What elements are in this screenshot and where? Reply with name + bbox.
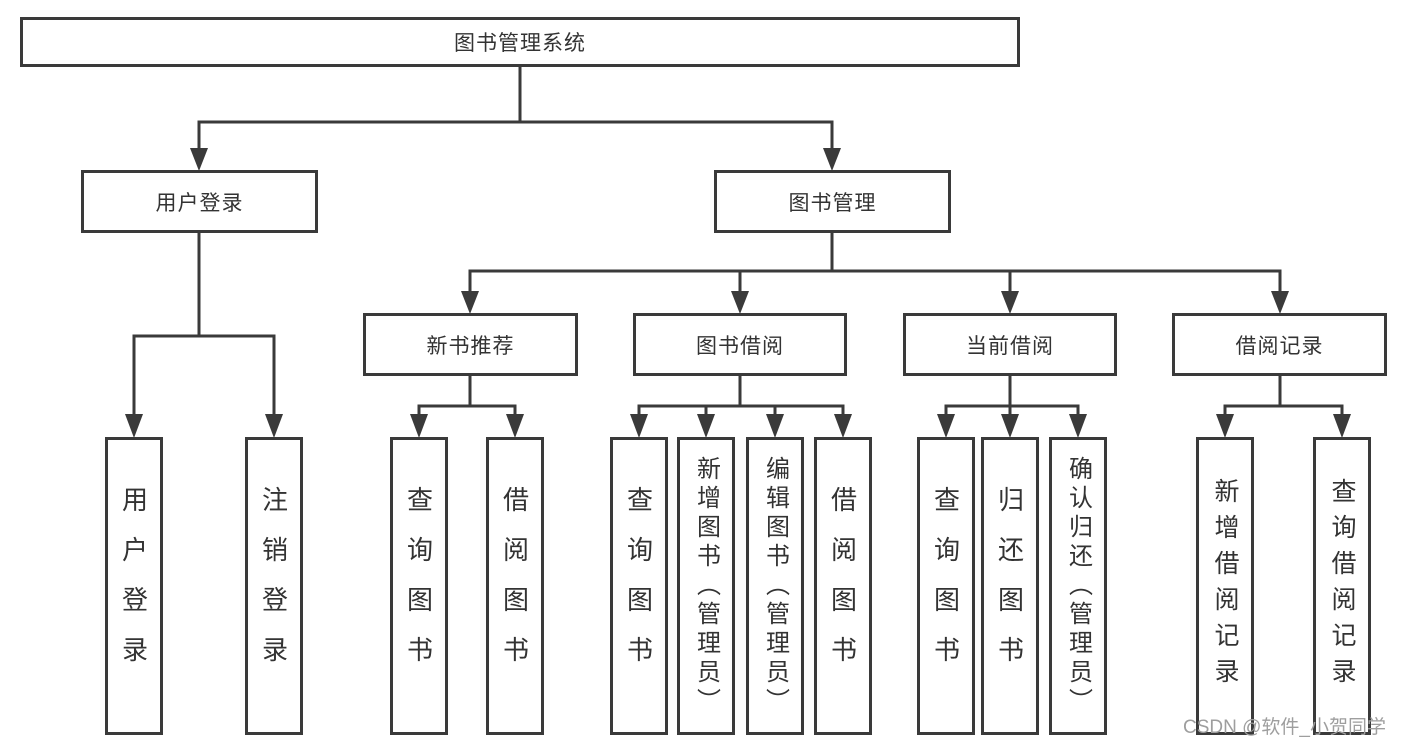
leaf-recommend-query-books-label: 查询图书 (403, 486, 434, 686)
leaf-borrowing-add-books-admin-label: 新增图书（管理员） (692, 455, 720, 717)
leaf-records-query-record-label: 查询借阅记录 (1328, 478, 1356, 694)
node-borrowing-records: 借阅记录 (1172, 313, 1387, 376)
leaf-current-confirm-return-admin-label: 确认归还（管理员） (1064, 455, 1092, 717)
node-new-book-recommendation-label: 新书推荐 (426, 334, 515, 358)
node-book-management: 图书管理 (714, 170, 951, 233)
leaf-records-query-record: 查询借阅记录 (1313, 437, 1371, 735)
leaf-borrowing-edit-books-admin: 编辑图书（管理员） (746, 437, 804, 735)
node-book-management-label: 图书管理 (788, 191, 877, 215)
leaf-current-return-books: 归还图书 (981, 437, 1039, 735)
leaf-records-add-record: 新增借阅记录 (1196, 437, 1254, 735)
leaf-current-query-books-label: 查询图书 (930, 486, 961, 686)
leaf-logout: 注销登录 (245, 437, 303, 735)
connector-borrowing-records-to-leaves (1216, 376, 1351, 438)
leaf-current-confirm-return-admin: 确认归还（管理员） (1049, 437, 1107, 735)
leaf-borrowing-query-books: 查询图书 (610, 437, 668, 735)
leaf-current-return-books-label: 归还图书 (994, 486, 1025, 686)
leaf-borrowing-borrow-books: 借阅图书 (814, 437, 872, 735)
connector-book-management-to-level3 (461, 233, 1289, 314)
leaf-borrowing-borrow-books-label: 借阅图书 (827, 486, 858, 686)
leaf-user-login: 用户登录 (105, 437, 163, 735)
node-current-borrowing: 当前借阅 (903, 313, 1117, 376)
node-user-login-label: 用户登录 (155, 191, 244, 215)
node-borrowing-records-label: 借阅记录 (1235, 334, 1324, 358)
node-system-root-label: 图书管理系统 (454, 32, 586, 55)
node-user-login: 用户登录 (81, 170, 318, 233)
leaf-recommend-borrow-books-label: 借阅图书 (499, 486, 530, 686)
leaf-current-query-books: 查询图书 (917, 437, 975, 735)
leaf-user-login-label: 用户登录 (118, 486, 149, 686)
node-book-borrowing: 图书借阅 (633, 313, 847, 376)
watermark: CSDN @软件_小贺同学 (1183, 717, 1386, 738)
leaf-borrowing-add-books-admin: 新增图书（管理员） (677, 437, 735, 735)
leaf-borrowing-edit-books-admin-label: 编辑图书（管理员） (761, 455, 789, 717)
leaf-records-add-record-label: 新增借阅记录 (1211, 478, 1239, 694)
connector-new-book-recommendation-to-leaves (410, 376, 524, 438)
node-current-borrowing-label: 当前借阅 (966, 334, 1054, 358)
node-new-book-recommendation: 新书推荐 (363, 313, 578, 376)
node-system-root: 图书管理系统 (20, 17, 1020, 67)
connector-book-borrowing-to-leaves (630, 376, 852, 438)
connector-user-login-to-leaves (125, 233, 283, 438)
node-book-borrowing-label: 图书借阅 (696, 334, 784, 358)
leaf-logout-label: 注销登录 (258, 486, 289, 686)
connector-current-borrowing-to-leaves (937, 376, 1087, 438)
leaf-borrowing-query-books-label: 查询图书 (623, 486, 654, 686)
leaf-recommend-borrow-books: 借阅图书 (486, 437, 544, 735)
connector-root-to-level2 (190, 67, 841, 171)
leaf-recommend-query-books: 查询图书 (390, 437, 448, 735)
